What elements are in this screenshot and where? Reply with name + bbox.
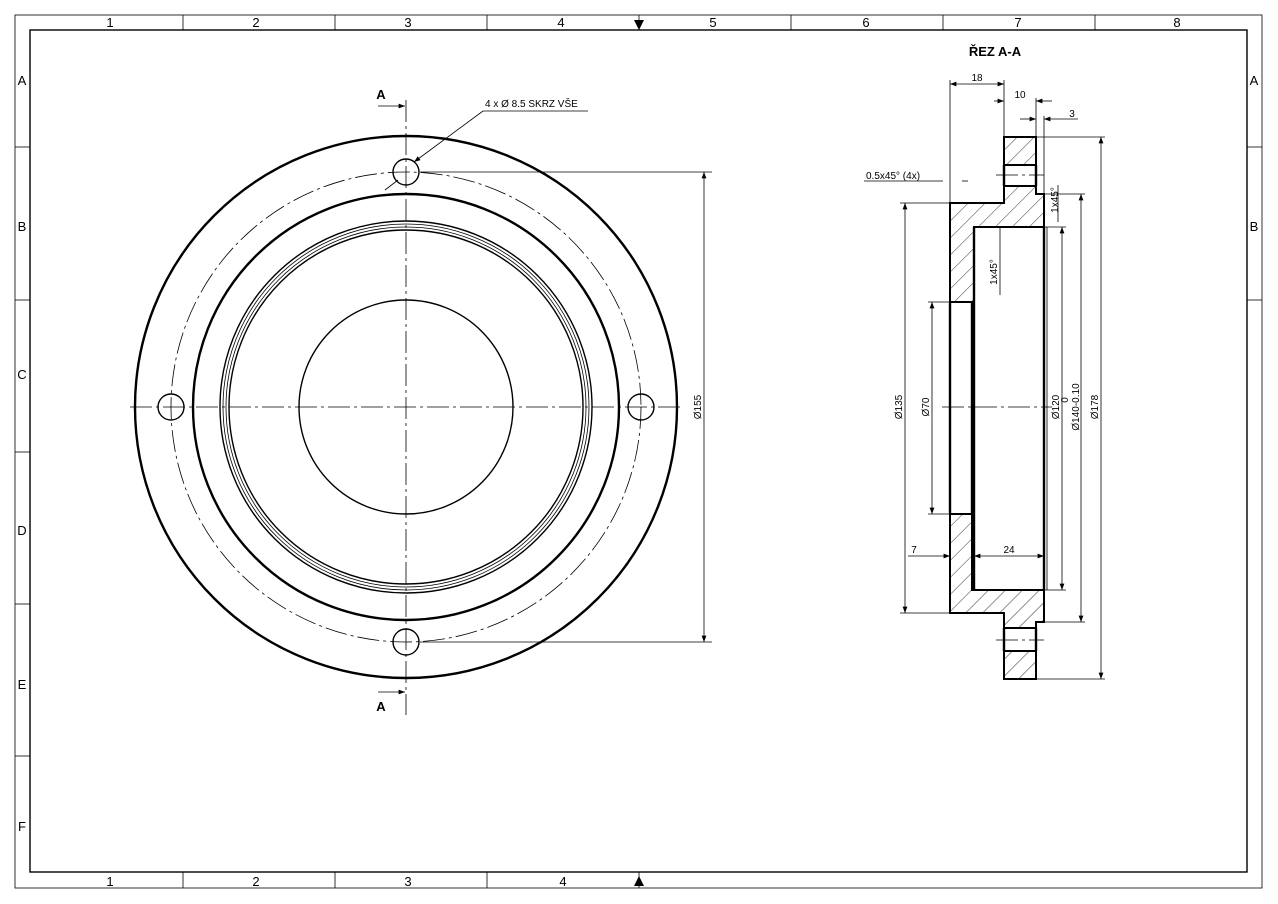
col-label: 6 [862, 15, 869, 30]
dim-7: 7 [911, 545, 917, 556]
col-label: 3 [404, 15, 411, 30]
section-mark-label-bottom: A [376, 699, 386, 714]
col-label: 4 [559, 874, 566, 889]
col-label: 7 [1014, 15, 1021, 30]
col-label: 4 [557, 15, 564, 30]
drawing-frame: 1 2 3 4 5 6 7 8 1 2 3 4 A B C D E F A B [14, 14, 1263, 889]
row-label: D [17, 523, 26, 538]
col-label: 2 [252, 874, 259, 889]
col-label: 3 [404, 874, 411, 889]
row-label: C [17, 367, 26, 382]
col-label: 5 [709, 15, 716, 30]
section-view: ŘEZ A-A [864, 44, 1105, 680]
dim-dia-70: Ø70 [921, 397, 932, 416]
row-label: E [18, 677, 27, 692]
hole-callout: 4 x Ø 8.5 SKRZ VŠE [485, 97, 578, 110]
dim-chamfer-outer: 1x45° [1050, 187, 1061, 213]
row-label: A [18, 73, 27, 88]
dim-chamfer-4x: 0.5x45° (4x) [866, 171, 920, 182]
dim-24: 24 [1003, 545, 1015, 556]
col-label: 2 [252, 15, 259, 30]
col-label: 1 [106, 15, 113, 30]
section-title: ŘEZ A-A [969, 44, 1022, 59]
section-mark-label-top: A [376, 87, 386, 102]
row-label: F [18, 819, 26, 834]
front-view: A A 4 x Ø 8.5 SKRZ VŠE Ø155 [130, 87, 712, 715]
row-label: B [18, 219, 27, 234]
col-label: 1 [106, 874, 113, 889]
dim-dia-120: Ø120 [1051, 394, 1062, 419]
dim-dia-178: Ø178 [1090, 394, 1101, 419]
dim-3: 3 [1069, 109, 1075, 120]
dim-bolt-circle: Ø155 [693, 394, 704, 419]
centering-mark-top [634, 20, 644, 30]
row-label: B [1250, 219, 1259, 234]
row-labels: A B C D E F A B [17, 73, 1258, 834]
dim-dia-140: Ø140-0.10 [1071, 383, 1082, 431]
dim-tolerance-upper: 0 [1060, 397, 1071, 403]
dim-18: 18 [971, 73, 983, 84]
dim-chamfer-inner: 1x45° [989, 259, 1000, 285]
dim-10: 10 [1014, 90, 1026, 101]
col-label: 8 [1173, 15, 1180, 30]
dim-dia-135: Ø135 [894, 394, 905, 419]
column-labels: 1 2 3 4 5 6 7 8 1 2 3 4 [106, 15, 1180, 889]
centering-mark-bottom [634, 876, 644, 886]
row-label: A [1250, 73, 1259, 88]
